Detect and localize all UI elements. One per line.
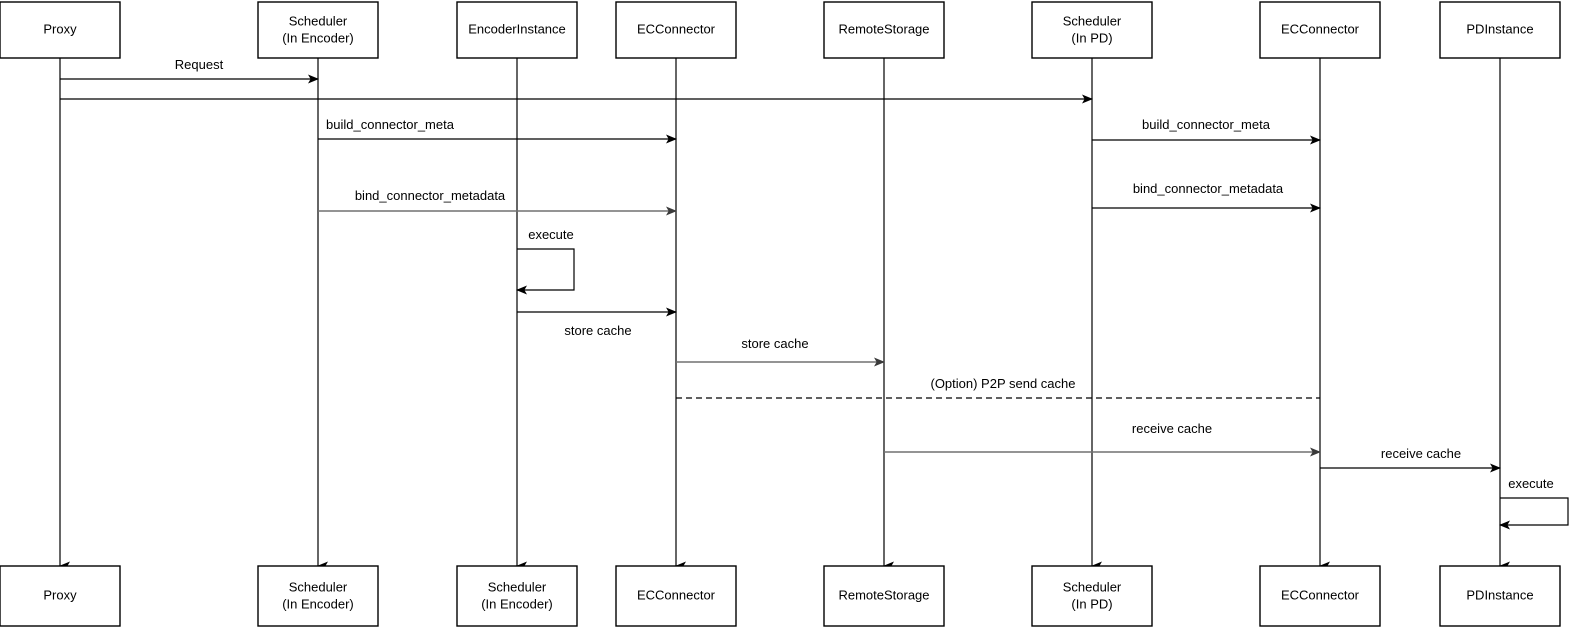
lifelines-group xyxy=(59,58,1510,571)
top-participant-pdinstance[interactable]: PDInstance xyxy=(1439,1,1561,59)
message-label-m4: build_connector_meta xyxy=(1142,117,1271,132)
bottom-participant-rect-sched-encoder2 xyxy=(456,565,578,627)
top-participant-label-encoderinstance: EncoderInstance xyxy=(468,21,566,36)
top-participant-sched-pd[interactable]: Scheduler (In PD) xyxy=(1031,1,1153,59)
bottom-participant-label-sched-encoder-line1: Scheduler xyxy=(289,579,348,594)
message-m6[interactable]: bind_connector_metadata xyxy=(1092,181,1321,213)
bottom-participant-label-proxy: Proxy xyxy=(43,587,77,602)
message-m5[interactable]: bind_connector_metadata xyxy=(318,188,677,216)
top-participant-rect-sched-pd xyxy=(1031,1,1153,59)
top-participant-sched-encoder[interactable]: Scheduler (In Encoder) xyxy=(257,1,379,59)
bottom-participant-label-sched-encoder2-line1: Scheduler xyxy=(488,579,547,594)
message-label-m11: receive cache xyxy=(1381,446,1461,461)
bottom-participant-rect-sched-pd xyxy=(1031,565,1153,627)
self-messages-group: execute execute xyxy=(516,227,1569,530)
bottom-participant-label-sched-pd-line2: (In PD) xyxy=(1071,596,1112,611)
self-message-path-s2 xyxy=(1499,497,1569,530)
bottom-participant-pdinstance[interactable]: PDInstance xyxy=(1439,565,1561,627)
bottom-participant-label-sched-pd-line1: Scheduler xyxy=(1063,579,1122,594)
bottom-participant-boxes: Proxy Scheduler (In Encoder) Scheduler (In E… xyxy=(0,565,1561,627)
message-label-m5: bind_connector_metadata xyxy=(355,188,506,203)
top-participant-ecconnector-l[interactable]: ECConnector xyxy=(615,1,737,59)
top-participant-label-sched-encoder-line1: Scheduler xyxy=(289,13,348,28)
top-participant-ecconnector-r[interactable]: ECConnector xyxy=(1259,1,1381,59)
message-label-m6: bind_connector_metadata xyxy=(1133,181,1284,196)
top-participant-rect-sched-encoder xyxy=(257,1,379,59)
top-participant-label-proxy: Proxy xyxy=(43,21,77,36)
bottom-participant-sched-pd[interactable]: Scheduler (In PD) xyxy=(1031,565,1153,627)
bottom-participant-label-pdinstance: PDInstance xyxy=(1466,587,1533,602)
top-participant-label-sched-pd-line1: Scheduler xyxy=(1063,13,1122,28)
self-message-label-s1: execute xyxy=(528,227,574,242)
top-participant-rect-encoderinstance xyxy=(456,1,578,59)
message-label-m9: (Option) P2P send cache xyxy=(930,376,1075,391)
bottom-participant-ecconnector-r[interactable]: ECConnector xyxy=(1259,565,1381,627)
top-participant-label-ecconnector-r: ECConnector xyxy=(1281,21,1360,36)
bottom-participant-label-ecconnector-l: ECConnector xyxy=(637,587,716,602)
message-m10[interactable]: receive cache xyxy=(884,421,1321,457)
bottom-participant-rect-proxy xyxy=(0,565,121,627)
message-label-m10: receive cache xyxy=(1132,421,1212,436)
message-m9[interactable]: (Option) P2P send cache xyxy=(676,376,1320,399)
bottom-participant-rect-ecconnector-l xyxy=(615,565,737,627)
bottom-participant-sched-encoder[interactable]: Scheduler (In Encoder) xyxy=(257,565,379,627)
top-participant-encoderinstance[interactable]: EncoderInstance xyxy=(456,1,578,59)
top-participant-rect-ecconnector-r xyxy=(1259,1,1381,59)
bottom-participant-rect-sched-encoder xyxy=(257,565,379,627)
bottom-participant-sched-encoder2[interactable]: Scheduler (In Encoder) xyxy=(456,565,578,627)
self-message-path-s1 xyxy=(516,248,575,295)
message-m11[interactable]: receive cache xyxy=(1320,446,1501,473)
top-participant-rect-ecconnector-l xyxy=(615,1,737,59)
bottom-participant-label-sched-encoder-line2: (In Encoder) xyxy=(282,596,354,611)
top-participant-remotestorage[interactable]: RemoteStorage xyxy=(823,1,945,59)
message-m4[interactable]: build_connector_meta xyxy=(1092,117,1321,145)
message-m7[interactable]: store cache xyxy=(517,307,677,338)
self-message-s1[interactable]: execute xyxy=(516,227,575,295)
bottom-participant-rect-ecconnector-r xyxy=(1259,565,1381,627)
message-label-m3: build_connector_meta xyxy=(326,117,455,132)
top-participant-proxy[interactable]: Proxy xyxy=(0,1,121,59)
bottom-participant-label-sched-encoder2-line2: (In Encoder) xyxy=(481,596,553,611)
top-participant-label-remotestorage: RemoteStorage xyxy=(838,21,929,36)
message-m1[interactable]: Request xyxy=(60,57,319,84)
top-participant-rect-pdinstance xyxy=(1439,1,1561,59)
bottom-participant-remotestorage[interactable]: RemoteStorage xyxy=(823,565,945,627)
top-participant-rect-remotestorage xyxy=(823,1,945,59)
top-participant-label-sched-pd-line2: (In PD) xyxy=(1071,30,1112,45)
top-participant-label-ecconnector-l: ECConnector xyxy=(637,21,716,36)
message-label-m1: Request xyxy=(175,57,224,72)
bottom-participant-rect-remotestorage xyxy=(823,565,945,627)
top-participant-label-sched-encoder-line2: (In Encoder) xyxy=(282,30,354,45)
messages-group: Request build_connector_meta build_connect… xyxy=(60,57,1501,473)
message-m3[interactable]: build_connector_meta xyxy=(318,117,677,144)
bottom-participant-rect-pdinstance xyxy=(1439,565,1561,627)
self-message-label-s2: execute xyxy=(1508,476,1554,491)
top-participant-boxes: Proxy Scheduler (In Encoder) EncoderInstanc… xyxy=(0,1,1561,59)
bottom-participant-ecconnector-l[interactable]: ECConnector xyxy=(615,565,737,627)
top-participant-rect-proxy xyxy=(0,1,121,59)
message-label-m8: store cache xyxy=(741,336,808,351)
bottom-participant-label-ecconnector-r: ECConnector xyxy=(1281,587,1360,602)
top-participant-label-pdinstance: PDInstance xyxy=(1466,21,1533,36)
message-label-m7: store cache xyxy=(564,323,631,338)
bottom-participant-label-remotestorage: RemoteStorage xyxy=(838,587,929,602)
message-m8[interactable]: store cache xyxy=(676,336,885,367)
bottom-participant-proxy[interactable]: Proxy xyxy=(0,565,121,627)
self-message-s2[interactable]: execute xyxy=(1499,476,1569,530)
